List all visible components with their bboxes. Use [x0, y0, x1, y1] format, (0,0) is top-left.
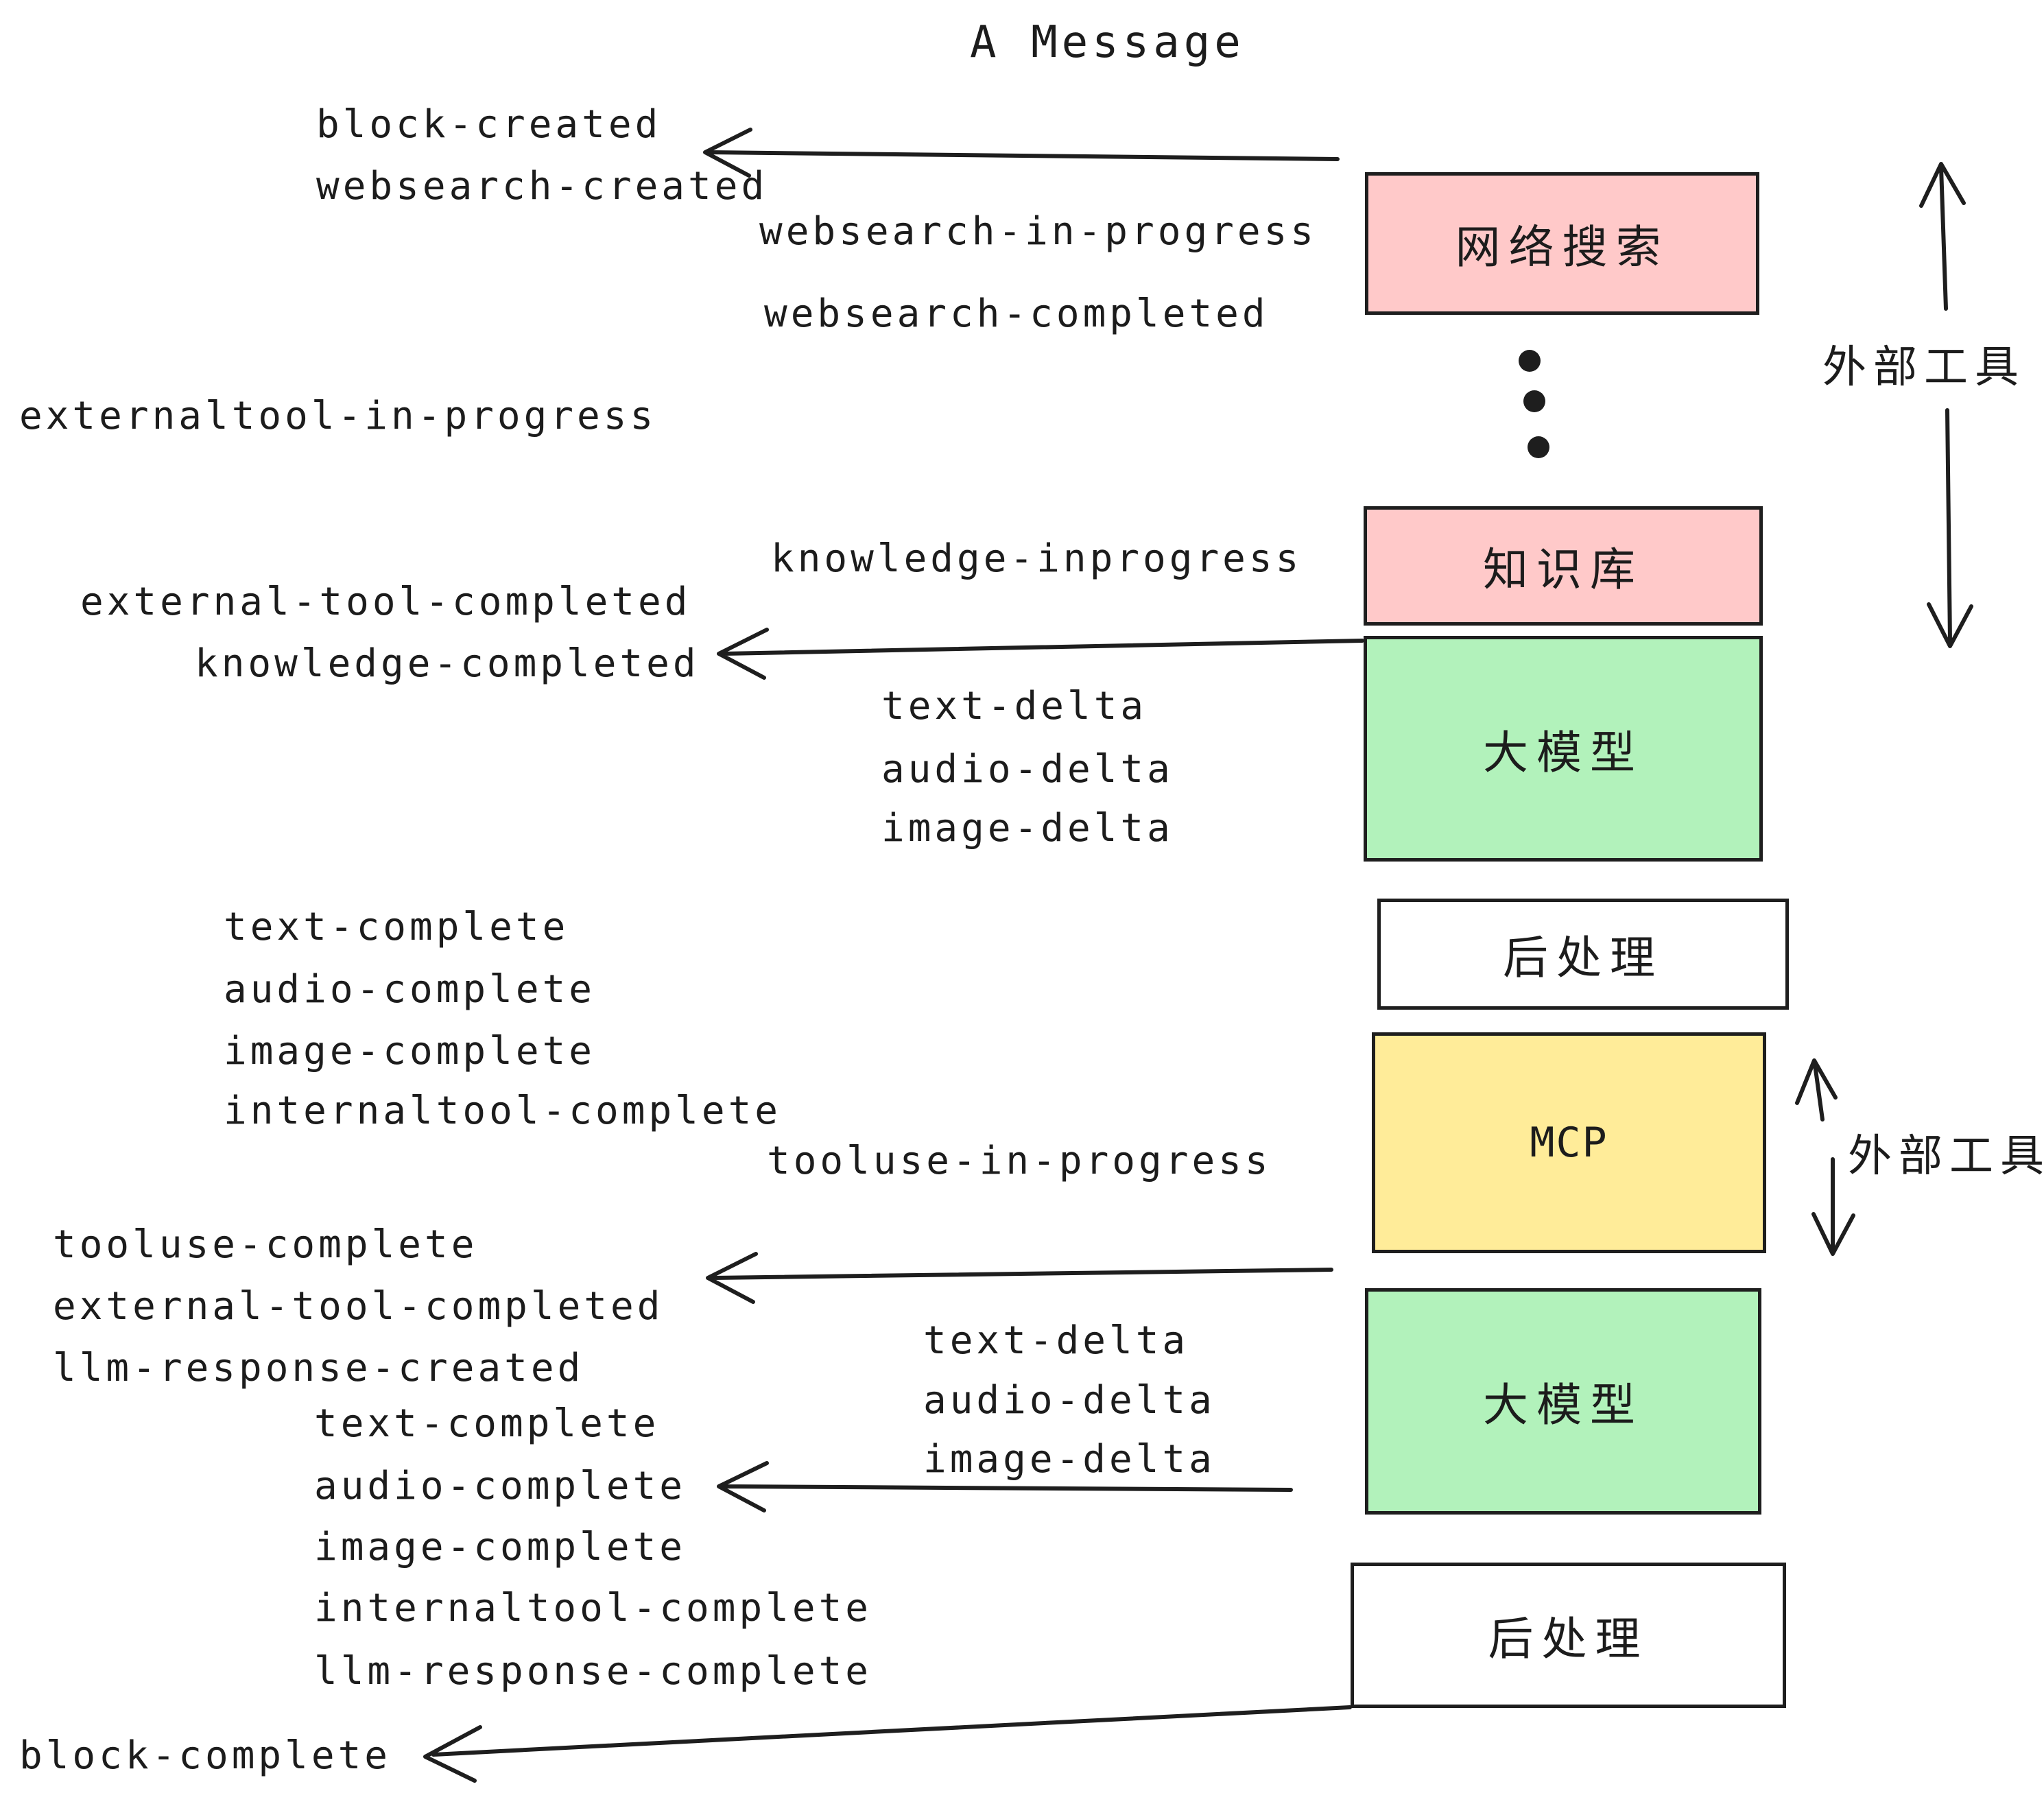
event-external-tool-completed-1: external-tool-completed: [80, 580, 691, 624]
event-internaltool-complete-2: internaltool-complete: [314, 1586, 872, 1630]
event-audio-complete-1: audio-complete: [224, 967, 596, 1012]
arrow-block-complete-icon: [423, 1705, 1352, 1783]
box-postprocess-1: 后处理: [1377, 899, 1789, 1010]
arrow-knowledge-completed-icon: [717, 628, 1364, 680]
arrow-external-tool-double-icon: [1795, 1058, 1855, 1256]
box-knowledge-label: 知识库: [1483, 543, 1643, 596]
event-externaltool-in-progress: externaltool-in-progress: [19, 394, 657, 438]
ellipsis-dots-icon: [1519, 350, 1549, 458]
box-llm-1-label: 大模型: [1483, 726, 1643, 779]
event-text-complete-2: text-complete: [314, 1401, 660, 1446]
box-websearch-label: 网络搜索: [1455, 221, 1669, 274]
box-knowledge: 知识库: [1364, 506, 1763, 626]
event-tooluse-in-progress: tooluse-in-progress: [767, 1139, 1272, 1183]
event-audio-complete-2: audio-complete: [314, 1464, 687, 1508]
event-tooluse-complete: tooluse-complete: [53, 1222, 478, 1267]
box-llm-2-label: 大模型: [1483, 1379, 1643, 1432]
event-audio-delta-1: audio-delta: [881, 747, 1174, 792]
event-knowledge-inprogress: knowledge-inprogress: [771, 536, 1303, 581]
arrow-external-tool-down-icon: [1927, 408, 1973, 648]
side-label-external-tool-top: 外部工具: [1822, 342, 2025, 393]
box-llm-1: 大模型: [1364, 636, 1763, 862]
event-websearch-in-progress: websearch-in-progress: [759, 209, 1318, 254]
event-external-tool-completed-2: external-tool-completed: [53, 1284, 664, 1329]
event-block-created: block-created: [316, 102, 662, 147]
event-websearch-created: websearch-created: [316, 164, 768, 209]
box-postprocess-1-label: 后处理: [1503, 931, 1663, 984]
event-text-delta-1: text-delta: [881, 684, 1148, 728]
box-mcp: MCP: [1372, 1032, 1766, 1253]
event-text-complete-1: text-complete: [224, 905, 569, 949]
arrow-image-complete-icon: [706, 1252, 1333, 1304]
side-label-external-tool-bottom: 外部工具: [1848, 1131, 2044, 1182]
event-image-complete-1: image-complete: [224, 1029, 596, 1073]
box-llm-2: 大模型: [1365, 1288, 1761, 1515]
box-postprocess-2-label: 后处理: [1488, 1613, 1649, 1665]
arrow-external-tool-up-icon: [1919, 162, 1966, 311]
event-internaltool-complete-1: internaltool-complete: [224, 1089, 782, 1133]
event-websearch-completed: websearch-completed: [764, 292, 1269, 336]
event-image-delta-2: image-delta: [923, 1437, 1215, 1482]
box-websearch: 网络搜索: [1365, 172, 1759, 315]
box-postprocess-2: 后处理: [1351, 1563, 1786, 1708]
event-llm-response-created: llm-response-created: [53, 1346, 584, 1390]
event-text-delta-2: text-delta: [923, 1318, 1189, 1363]
arrow-websearch-created-icon: [703, 128, 1340, 178]
event-image-delta-1: image-delta: [881, 806, 1174, 851]
event-knowledge-completed: knowledge-completed: [195, 641, 700, 686]
page-title: A Message: [970, 17, 1245, 68]
event-llm-response-complete: llm-response-complete: [314, 1649, 872, 1694]
box-mcp-label: MCP: [1530, 1119, 1608, 1167]
event-audio-delta-2: audio-delta: [923, 1378, 1215, 1423]
event-block-complete: block-complete: [19, 1733, 392, 1778]
event-image-complete-2: image-complete: [314, 1525, 687, 1569]
